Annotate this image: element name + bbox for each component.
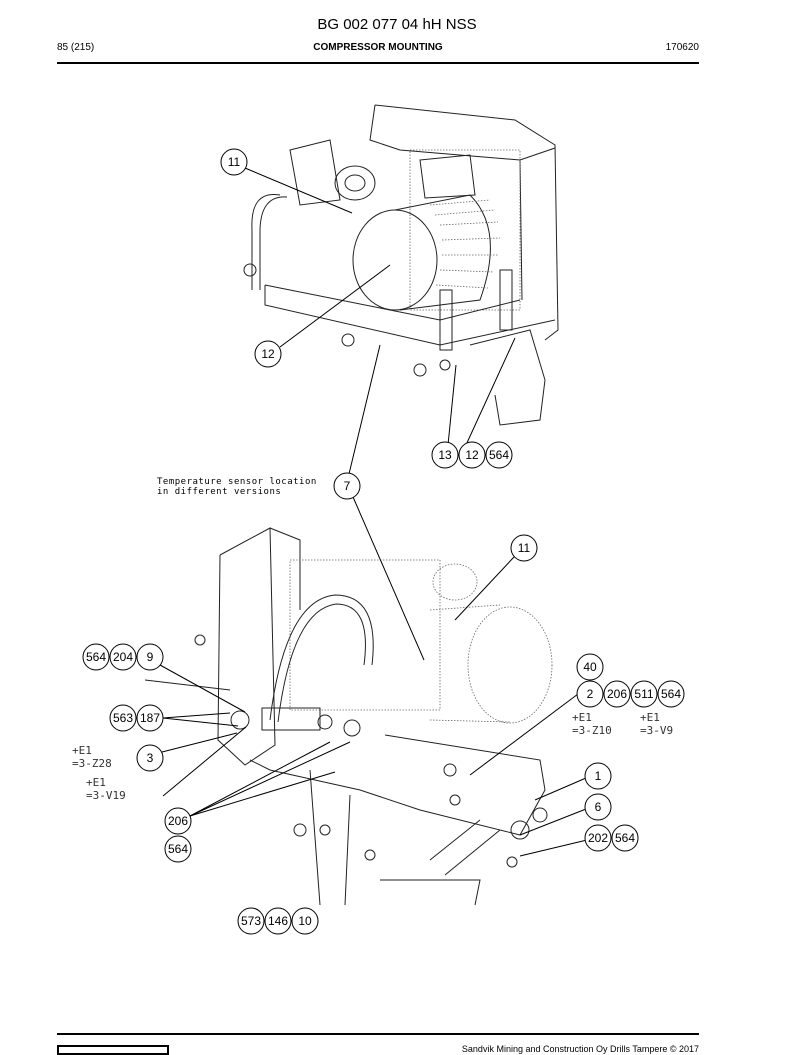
temperature-sensor-note: Temperature sensor location in different… [157, 477, 317, 497]
callout-3: 3 [136, 744, 164, 772]
callout-label: 12 [261, 347, 275, 361]
electrical-label-z28: +E1 =3-Z28 [72, 744, 112, 770]
electrical-label-z10: +E1 =3-Z10 [572, 711, 612, 737]
callout-label: 573 [241, 914, 261, 928]
callout-11: 11 [510, 534, 538, 562]
callout-2: 2 [576, 680, 604, 708]
revision-date: 170620 [665, 42, 699, 53]
callout-6: 6 [584, 793, 612, 821]
lower-assembly-drawing [144, 527, 553, 906]
callout-label: 11 [518, 541, 531, 555]
callout-511: 511 [630, 680, 658, 708]
callout-label: 564 [489, 448, 509, 462]
callout-label: 564 [615, 831, 635, 845]
callout-564: 564 [657, 680, 685, 708]
callout-label: 564 [86, 650, 106, 664]
callout-label: 10 [298, 914, 312, 928]
callout-label: 206 [168, 814, 188, 828]
callout-label: 2 [587, 687, 594, 701]
callout-13: 13 [431, 441, 459, 469]
footer-copyright: Sandvik Mining and Construction Oy Drill… [461, 1044, 699, 1054]
header-rule [57, 62, 699, 64]
callout-bubbles: 11 12 13 12 564 7 11 564 204 9 40 2 206 511 564 563 187 3… [82, 148, 685, 935]
callout-564: 564 [611, 824, 639, 852]
callout-40: 40 [576, 653, 604, 681]
callout-label: 206 [607, 687, 627, 701]
callout-label: 564 [168, 842, 188, 856]
document-number: BG 002 077 04 hH NSS [317, 16, 477, 33]
callout-label: 11 [228, 155, 241, 169]
callout-7: 7 [333, 472, 361, 500]
callout-label: 1 [595, 769, 602, 783]
callout-564: 564 [82, 643, 110, 671]
callout-label: 7 [344, 479, 351, 493]
page-title: COMPRESSOR MOUNTING [313, 42, 443, 53]
electrical-label-v9: +E1 =3-V9 [640, 711, 674, 737]
callout-11: 11 [220, 148, 248, 176]
leader-lines [159, 167, 588, 857]
callout-label: 40 [583, 660, 597, 674]
callout-label: 204 [113, 650, 133, 664]
callout-12: 12 [254, 340, 282, 368]
callout-206: 206 [603, 680, 631, 708]
callout-label: 6 [595, 800, 602, 814]
callout-206: 206 [164, 807, 192, 835]
callout-label: 146 [268, 914, 288, 928]
callout-12: 12 [458, 441, 486, 469]
callout-label: 12 [465, 448, 479, 462]
callout-10: 10 [291, 907, 319, 935]
callout-564: 564 [164, 835, 192, 863]
callout-573: 573 [237, 907, 265, 935]
callout-9: 9 [136, 643, 164, 671]
electrical-label-v19: +E1 =3-V19 [86, 776, 126, 802]
callout-label: 511 [634, 687, 653, 701]
callout-label: 202 [588, 831, 608, 845]
company-logo [57, 1045, 169, 1055]
page-number: 85 (215) [57, 42, 95, 53]
callout-1: 1 [584, 762, 612, 790]
callout-label: 563 [113, 711, 133, 725]
callout-label: 564 [661, 687, 681, 701]
callout-label: 9 [147, 650, 154, 664]
callout-204: 204 [109, 643, 137, 671]
footer-rule [57, 1033, 699, 1035]
callout-202: 202 [584, 824, 612, 852]
upper-assembly-drawing [243, 104, 559, 426]
callout-146: 146 [264, 907, 292, 935]
callout-label: 187 [140, 711, 160, 725]
callout-187: 187 [136, 704, 164, 732]
callout-label: 3 [147, 751, 154, 765]
callout-563: 563 [109, 704, 137, 732]
callout-564: 564 [485, 441, 513, 469]
callout-label: 13 [438, 448, 452, 462]
